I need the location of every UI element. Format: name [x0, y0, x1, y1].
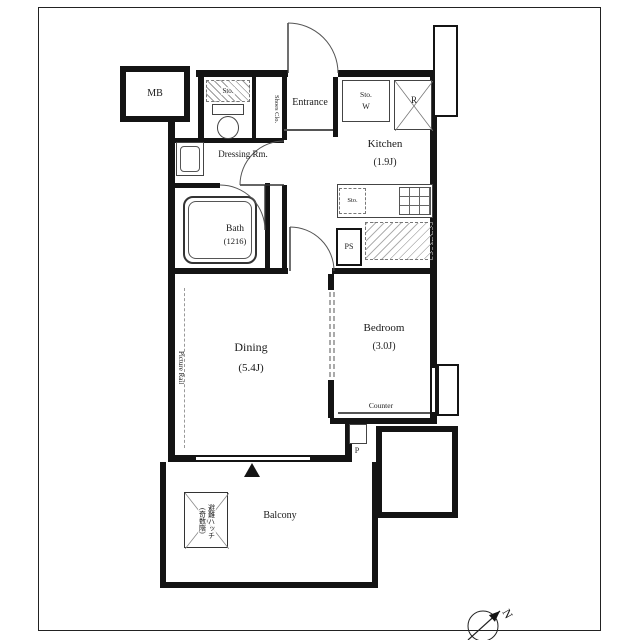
refrigerator-area: R — [394, 80, 433, 131]
picture-rail-label: Picture Rail — [177, 351, 185, 385]
balcony-wall — [372, 462, 378, 588]
w-label: W — [361, 101, 371, 111]
wall-segment — [332, 268, 437, 274]
bedroom-size-label: (3.0J) — [372, 341, 396, 352]
stove-icon — [399, 187, 431, 215]
pipe-shaft — [433, 25, 458, 117]
adjacent-structure — [376, 426, 458, 518]
pipe-space-box: PS — [336, 228, 362, 266]
washer-icon — [180, 146, 200, 172]
wall-segment — [175, 183, 220, 188]
wall-segment — [310, 455, 352, 462]
dining-size-label: (5.4J) — [238, 362, 264, 374]
wall-segment — [168, 120, 175, 462]
bath-size-label: (1216) — [223, 236, 247, 246]
counter-line — [338, 412, 430, 414]
sto-toilet-label: Sto. — [221, 86, 235, 96]
wall-segment — [333, 77, 338, 137]
bath-label: Bath — [226, 224, 244, 234]
picture-rail-line — [184, 288, 185, 448]
evacuation-hatch: 避難ハッチ (奇数階) — [184, 492, 229, 549]
wall-segment — [175, 138, 284, 143]
wall-segment — [330, 418, 437, 424]
entrance-step-line — [284, 129, 333, 131]
wall-segment — [175, 268, 288, 274]
balcony-window — [196, 455, 310, 462]
wall-segment — [196, 70, 288, 77]
wall-segment — [168, 455, 196, 462]
kitchen-storage-w: Sto. W — [342, 80, 390, 122]
sto-small-label: Sto. — [347, 197, 358, 205]
shoes-closet-label: Shoes Clo. — [273, 94, 280, 124]
wall-segment — [345, 422, 352, 462]
dining-label: Dining — [234, 340, 268, 354]
balcony-wall — [160, 582, 378, 588]
wall-segment — [282, 185, 287, 270]
meter-box: MB — [120, 66, 190, 122]
kitchen-sto-small: Sto. — [339, 188, 366, 214]
evacuation-hatch-cross-icon — [185, 493, 229, 549]
counter-label: Counter — [368, 401, 394, 410]
counter-hatch-area — [365, 222, 433, 260]
balcony-label: Balcony — [263, 510, 297, 521]
dressing-room-label: Dressing Rm. — [218, 149, 268, 159]
refrigerator-cross-icon — [395, 81, 433, 131]
wall-segment — [338, 70, 437, 77]
storage-over-toilet: Sto. — [206, 80, 250, 102]
mb-label: MB — [147, 88, 163, 100]
wall-segment — [265, 183, 270, 272]
sto-w-label: Sto. — [359, 90, 373, 100]
pole-label: P — [354, 446, 360, 455]
r-label: R — [410, 95, 417, 105]
entrance-label: Entrance — [292, 97, 328, 108]
wall-segment — [252, 77, 256, 140]
evacuation-hatch-text: 避難ハッチ (奇数階) — [185, 493, 229, 549]
wall-segment — [430, 70, 437, 368]
wall-segment — [328, 380, 334, 418]
evac-hatch-line1: 避難ハッチ — [207, 503, 216, 539]
sheet-border — [38, 7, 601, 631]
bedroom-label: Bedroom — [363, 322, 405, 334]
kitchen-label: Kitchen — [367, 138, 403, 150]
evac-hatch-line2: (奇数階) — [198, 508, 207, 534]
wall-segment — [328, 274, 334, 290]
wall-segment — [198, 70, 204, 140]
pole-box — [349, 424, 367, 444]
ps-label: PS — [344, 242, 354, 252]
kitchen-size-label: (1.9J) — [373, 157, 397, 168]
balcony-wall — [160, 462, 166, 588]
toilet-tank-icon — [212, 104, 244, 115]
bedroom-window — [430, 368, 437, 412]
wall-segment — [282, 77, 287, 140]
toilet-bowl-icon — [217, 116, 239, 139]
bay-window-box — [437, 364, 459, 416]
